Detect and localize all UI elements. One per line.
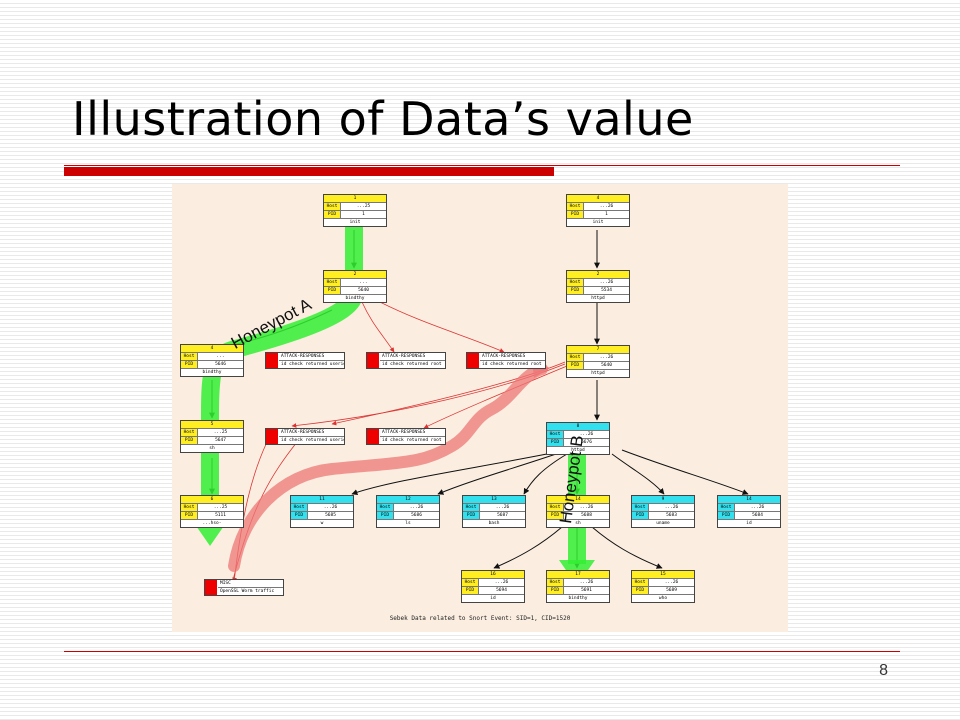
alert-marker bbox=[266, 353, 278, 368]
alert-node: ATTACK-RESPONSES id check returned root bbox=[366, 428, 446, 445]
alert-node: ATTACK-RESPONSES id check returned root bbox=[366, 352, 446, 369]
alert-marker bbox=[467, 353, 479, 368]
alert-marker bbox=[367, 429, 379, 444]
alert-marker bbox=[205, 580, 217, 595]
page-number: 8 bbox=[879, 662, 888, 679]
alert-node: ATTACK-RESPONSES id check returned useri… bbox=[265, 428, 345, 445]
title-divider-thin bbox=[64, 165, 900, 166]
alert-marker bbox=[266, 429, 278, 444]
alert-node: MISC OpenSSL Worm traffic bbox=[204, 579, 284, 596]
title-divider-accent bbox=[64, 167, 554, 176]
alert-node: ATTACK-RESPONSES id check returned useri… bbox=[265, 352, 345, 369]
footer-divider bbox=[64, 651, 900, 652]
diagram-edges bbox=[192, 202, 749, 586]
diagram-caption: Sebek Data related to Snort Event: SID=1… bbox=[389, 615, 571, 622]
alert-node: ATTACK-RESPONSES id check returned root bbox=[466, 352, 546, 369]
alert-marker bbox=[367, 353, 379, 368]
slide-title: Illustration of Data’s value bbox=[72, 92, 694, 146]
